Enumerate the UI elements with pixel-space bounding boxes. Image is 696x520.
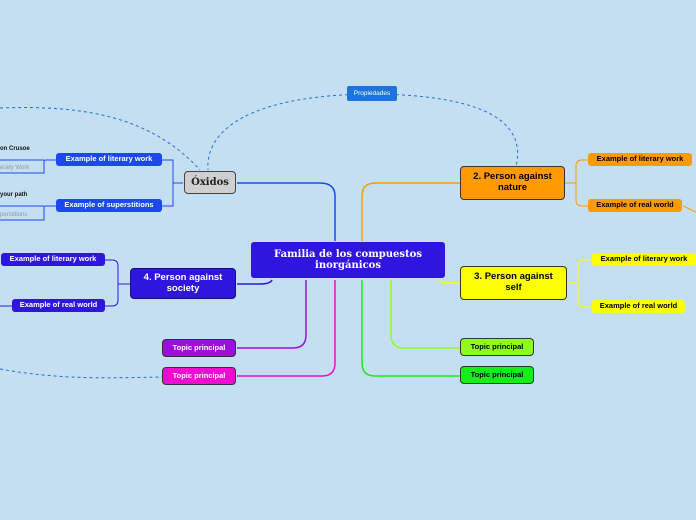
oxidos-subtopic-superstitions[interactable]: Example of superstitions xyxy=(56,199,162,212)
topic-principal-lime[interactable]: Topic principal xyxy=(460,338,534,356)
topic-principal-purple[interactable]: Topic principal xyxy=(162,339,236,357)
central-topic-label: Familia de los compuestos inorgánicos xyxy=(274,248,422,272)
oxidos-subtopic-literary[interactable]: Example of literary work xyxy=(56,153,162,166)
oxidos-topic[interactable]: Óxidos xyxy=(184,171,236,194)
relationship-label[interactable]: Propiedades xyxy=(347,86,397,101)
oxidos-detail-title[interactable]: your path xyxy=(0,192,28,199)
oxidos-detail-note[interactable]: erary Work xyxy=(0,165,30,172)
self-subtopic-real-world[interactable]: Example of real world xyxy=(592,300,685,313)
topic-principal-magenta[interactable]: Topic principal xyxy=(162,367,236,385)
nature-topic[interactable]: 2. Person against nature xyxy=(460,166,565,200)
central-topic[interactable]: Familia de los compuestos inorgánicos xyxy=(250,241,446,279)
nature-subtopic-real-world[interactable]: Example of real world xyxy=(588,199,682,212)
oxidos-label: Óxidos xyxy=(191,176,229,188)
society-subtopic-literary[interactable]: Example of literary work xyxy=(1,253,105,266)
topic-principal-green[interactable]: Topic principal xyxy=(460,366,534,384)
self-subtopic-literary[interactable]: Example of literary work xyxy=(592,253,696,266)
self-topic[interactable]: 3. Person against self xyxy=(460,266,567,300)
society-subtopic-real-world[interactable]: Example of real world xyxy=(12,299,105,312)
oxidos-detail-note[interactable]: perstitions xyxy=(0,212,28,219)
nature-subtopic-literary[interactable]: Example of literary work xyxy=(588,153,692,166)
oxidos-detail-title[interactable]: on Crusoe xyxy=(0,146,30,153)
society-topic[interactable]: 4. Person against society xyxy=(130,268,236,299)
